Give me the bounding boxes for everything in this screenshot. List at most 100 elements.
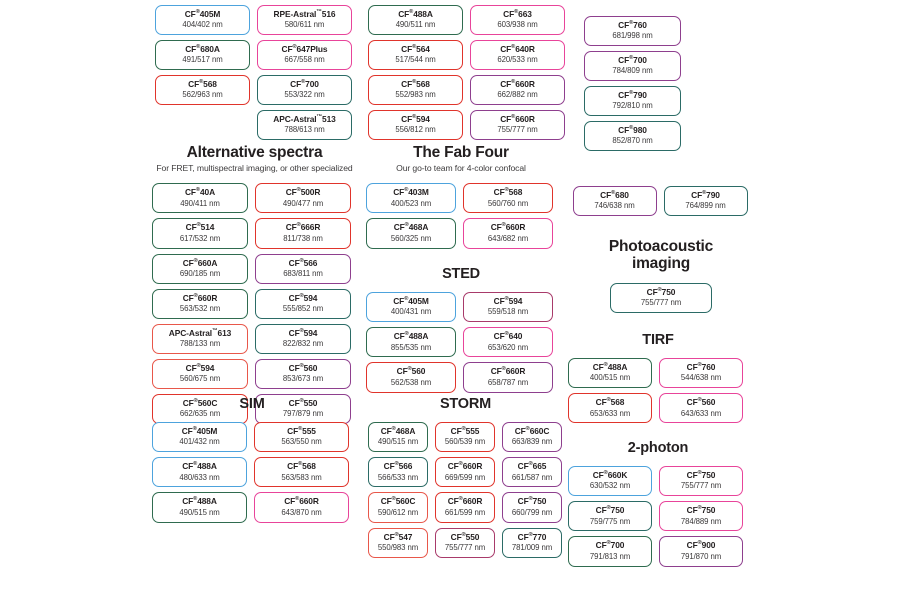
dye-wavelengths: 490/411 nm bbox=[180, 198, 220, 208]
dye-wavelengths: 755/777 nm bbox=[680, 481, 722, 491]
trademark-symbol: ® bbox=[193, 257, 198, 264]
section-subtitle: For FRET, multispectral imaging, or othe… bbox=[156, 163, 353, 174]
section-subtitle: Our go-to team for 4-color confocal bbox=[396, 163, 526, 174]
dye-name: CF®640R bbox=[500, 44, 535, 55]
dye-name: CF®40A bbox=[184, 187, 216, 198]
dye-name: CF®750 bbox=[646, 286, 676, 297]
trademark-symbol: ® bbox=[697, 362, 702, 369]
trademark-symbol: ® bbox=[391, 426, 396, 433]
dye-wavelengths: 797/879 nm bbox=[282, 409, 324, 419]
section-title: The Fab Four bbox=[413, 144, 509, 161]
dye-name: CF®660C bbox=[514, 426, 550, 437]
trademark-symbol: ® bbox=[657, 286, 662, 293]
dye-wavelengths: 643/633 nm bbox=[680, 408, 722, 418]
trademark-symbol: ® bbox=[196, 222, 201, 229]
dye-wavelengths: 562/963 nm bbox=[182, 90, 223, 100]
dye-wavelengths: 490/477 nm bbox=[282, 198, 324, 208]
dye-wavelengths: 400/431 nm bbox=[390, 307, 432, 317]
dye-wavelengths: 404/402 nm bbox=[182, 20, 223, 30]
dye-name: CF®547 bbox=[383, 531, 413, 542]
